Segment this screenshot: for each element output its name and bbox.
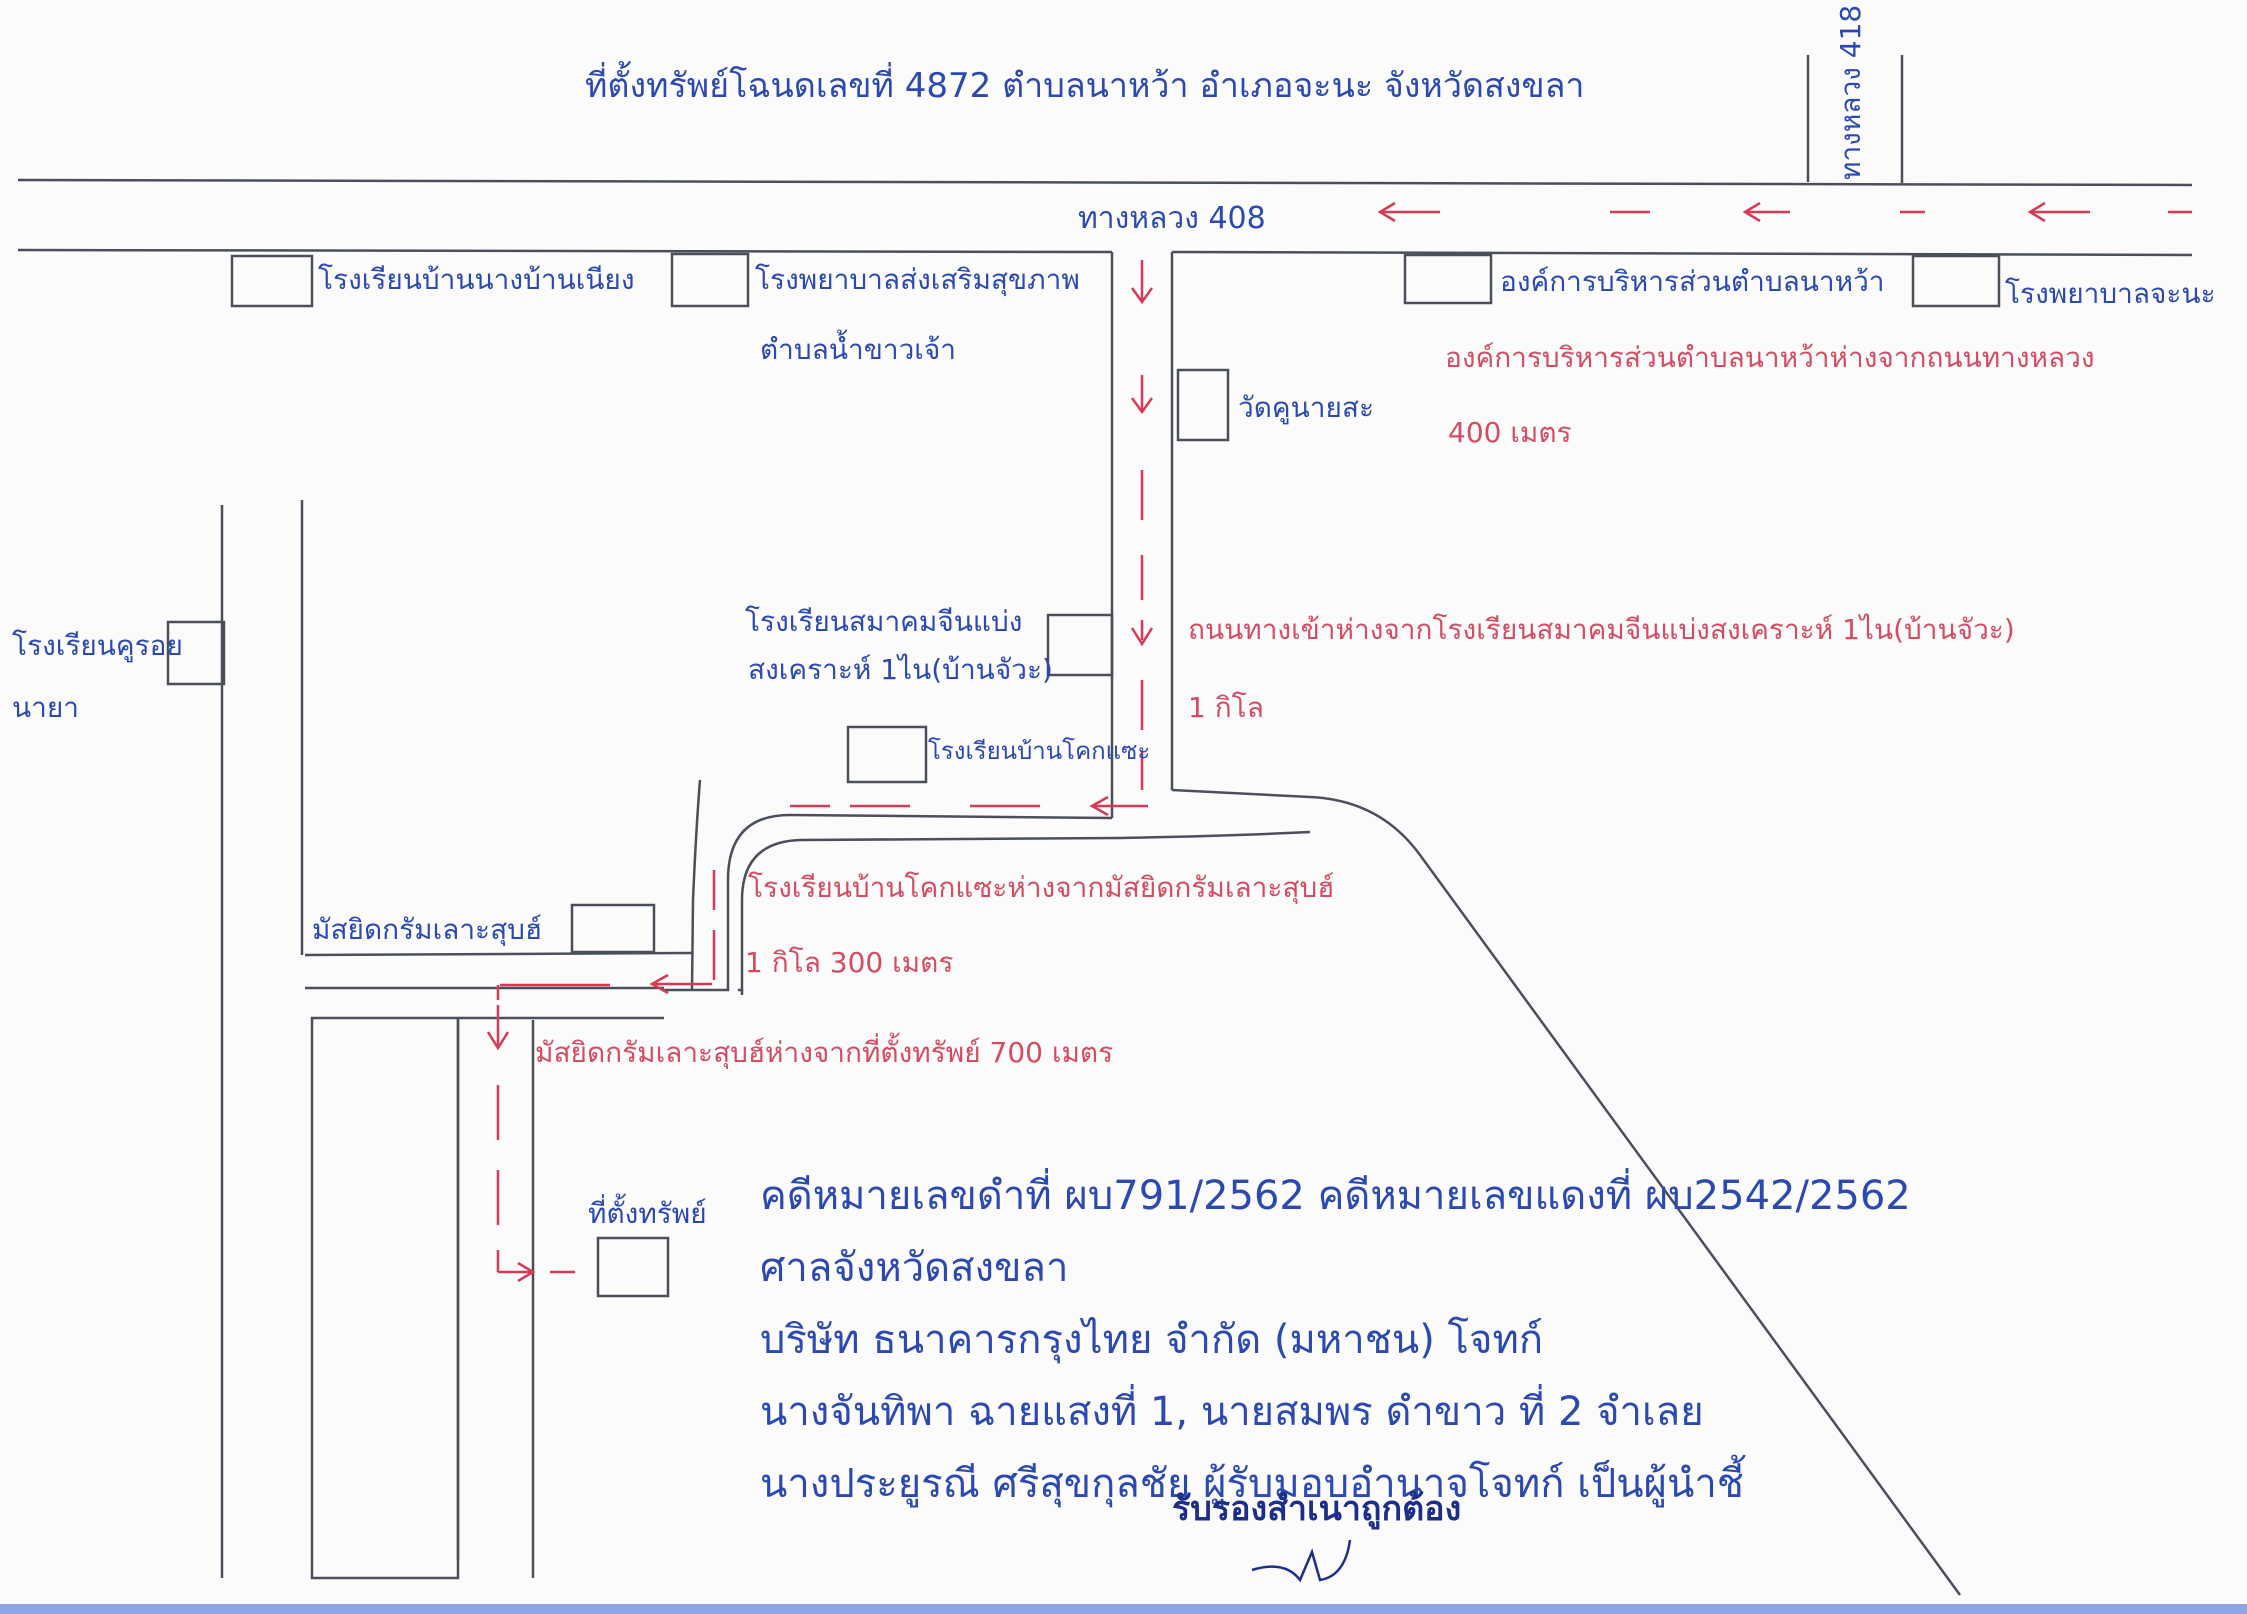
upper-connector-road	[1171, 788, 1962, 1596]
case-note-line: คดีหมายเลขดำที่ ผบ791/2562 คดีหมายเลขแดง…	[760, 1173, 1911, 1219]
label-school-mid-2: สงเคราะห์ 1ไน(บ้านจัวะ)	[748, 653, 1053, 686]
building-school-kaew	[846, 725, 928, 784]
annotation-road-from-school-2: 1 กิโล	[1188, 691, 1264, 724]
building-hospital	[1911, 254, 2001, 308]
label-tao-office: องค์การบริหารส่วนตำบลนาหว้า	[1500, 265, 1885, 298]
label-school-west-2: นายา	[12, 691, 79, 724]
lower-left-block	[310, 1016, 460, 1580]
route-arrowhead-hwy-1	[1377, 201, 1396, 223]
building-health-center	[670, 252, 750, 308]
annotation-school-kaew-dist-1: โรงเรียนบ้านโคกแซะห่างจากมัสยิดกรัมเลาะส…	[748, 871, 1335, 904]
label-property: ที่ตั้งทรัพย์	[588, 1197, 707, 1230]
label-school-kaew: โรงเรียนบ้านโคกแซะ	[928, 737, 1151, 765]
bottom-rule	[0, 1604, 2247, 1614]
inner-bend-road	[690, 779, 702, 991]
annotation-school-kaew-dist-2: 1 กิโล 300 เมตร	[745, 946, 954, 979]
mid-road-top	[304, 951, 693, 957]
building-property	[596, 1236, 670, 1298]
annotation-tao-distance-2: 400 เมตร	[1448, 416, 1572, 449]
side-road-418-label: ทางหลวง 418	[1834, 4, 1867, 180]
highway-top-edge	[17, 178, 2193, 187]
highway-bottom-edge-east	[1171, 250, 2193, 257]
case-note-line: บริษัท ธนาคารกรุงไทย จำกัด (มหาชน) โจทก์	[760, 1317, 1544, 1363]
building-school-nw	[230, 254, 314, 308]
lower-connector-road	[664, 813, 1113, 992]
route-arrowhead-hwy-3	[2027, 201, 2046, 223]
label-health-center-sub: ตำบลน้ำขาวเจ้า	[760, 333, 956, 366]
label-hospital: โรงพยาบาลจะนะ	[2005, 277, 2216, 310]
building-school-mid	[1046, 613, 1114, 677]
label-school-west: โรงเรียนคูรอย	[12, 629, 183, 662]
building-temple	[1176, 368, 1230, 442]
case-note: คดีหมายเลขดำที่ ผบ791/2562 คดีหมายเลขแดง…	[760, 1160, 1911, 1520]
annotation-tao-distance-1: องค์การบริหารส่วนตำบลนาหว้าห่างจากถนนทาง…	[1445, 341, 2095, 374]
building-tao-office	[1403, 253, 1493, 305]
case-note-line: นางประยูรณี ศรีสุขกุลชัย ผู้รับมอบอำนาจโ…	[760, 1461, 1744, 1507]
label-temple: วัดคูนายสะ	[1238, 391, 1375, 424]
label-mosque: มัสยิดกรัมเลาะสุบฮ์	[312, 913, 543, 946]
label-school-mid-1: โรงเรียนสมาคมจีนแบ่ง	[745, 605, 1023, 638]
lower-connector-road-bottom	[738, 830, 1311, 992]
annotation-road-from-school-1: ถนนทางเข้าห่างจากโรงเรียนสมาคมจีนแบ่งสงเ…	[1188, 613, 2015, 646]
label-health-center: โรงพยาบาลส่งเสริมสุขภาพ	[755, 263, 1080, 296]
case-note-line: นางจันทิพา ฉายแสงที่ 1, นายสมพร ดำขาว ที…	[760, 1389, 1704, 1435]
building-school-west	[166, 620, 226, 686]
label-school-nw: โรงเรียนบ้านนางบ้านเนียง	[318, 263, 635, 296]
route-arrows	[486, 201, 2192, 1283]
certification-stamp: รับรองสำเนาถูกต้อง	[1172, 1489, 1462, 1529]
highway-bottom-edge	[17, 248, 1113, 254]
highway-label: ทางหลวง 408	[1078, 201, 1266, 236]
signature-mark	[1251, 1539, 1352, 1583]
route-arrowhead-hwy-2	[1742, 201, 1761, 223]
case-note-line: ศาลจังหวัดสงขลา	[760, 1245, 1069, 1291]
header-title: ที่ตั้งทรัพย์โฉนดเลขที่ 4872 ตำบลนาหว้า …	[585, 66, 1585, 106]
annotation-mosque-dist: มัสยิดกรัมเลาะสุบฮ์ห่างจากที่ตั้งทรัพย์ …	[535, 1036, 1114, 1069]
building-mosque	[570, 903, 656, 954]
